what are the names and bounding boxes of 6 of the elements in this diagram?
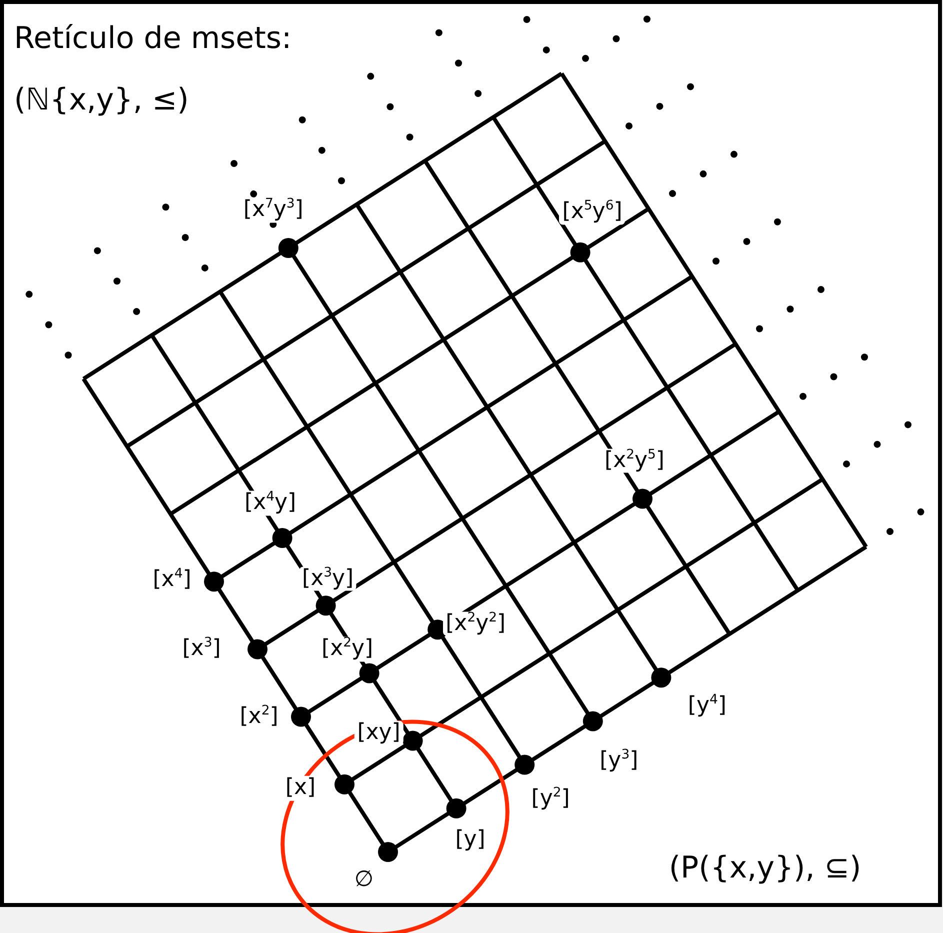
diagram-title: Retículo de msets: — [14, 22, 292, 55]
point-label: [xy] — [354, 720, 404, 745]
formula-label: (ℕ{x,y}, ≤) — [14, 84, 189, 116]
formula-label: (P({x,y}), ⊆) — [668, 852, 862, 884]
point-label: [x$^{3}$y] — [299, 566, 357, 591]
point-label: [x$^{5}$y$^{6}$] — [559, 200, 626, 225]
